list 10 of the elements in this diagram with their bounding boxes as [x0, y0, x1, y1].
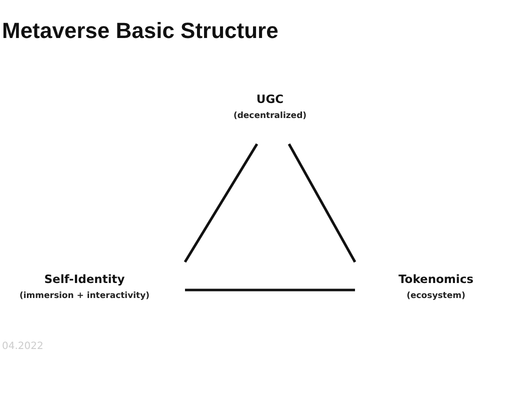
connector-line [185, 288, 355, 292]
title: Metaverse Basic Structure [2, 18, 278, 44]
node-subtitle: (immersion + interactivity) [19, 291, 150, 301]
node-heading: Self-Identity [44, 272, 125, 286]
node-subtitle: (decentralized) [233, 111, 307, 121]
node-heading: UGC [256, 92, 284, 106]
connector-line [184, 143, 258, 263]
node-heading: Tokenomics [398, 272, 474, 286]
connector-line [288, 143, 356, 263]
node-subtitle: (ecosystem) [406, 291, 466, 301]
